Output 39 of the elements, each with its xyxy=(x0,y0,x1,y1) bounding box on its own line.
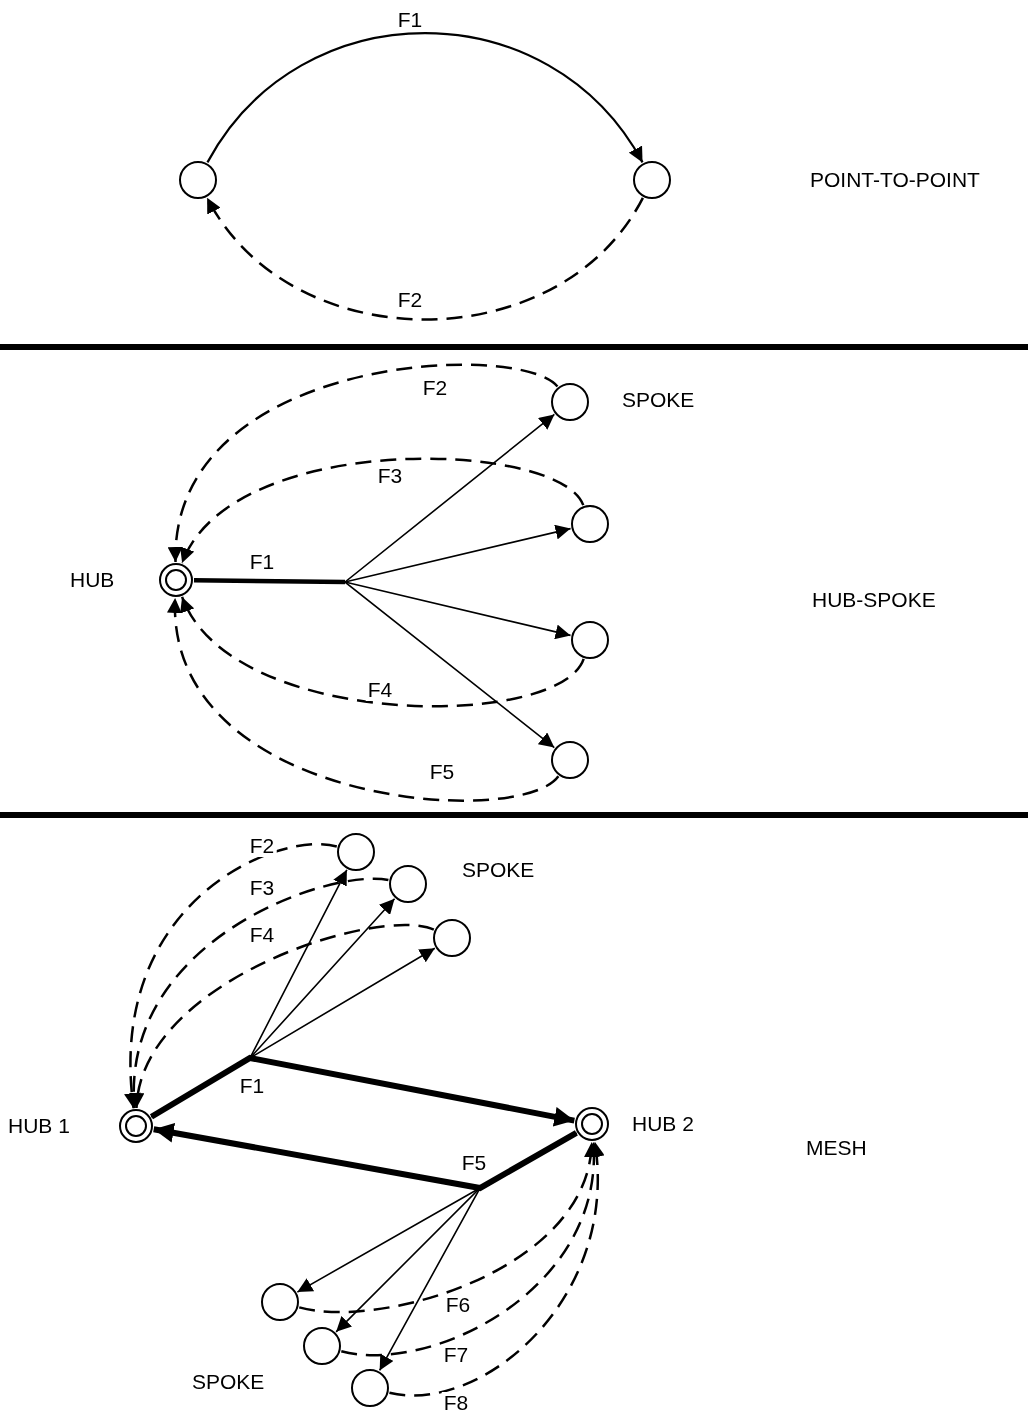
dashed-arrow xyxy=(169,363,559,563)
hub-circle xyxy=(575,1107,609,1141)
dashed-arrow xyxy=(389,1141,604,1397)
hub-circle xyxy=(119,1109,153,1143)
node-caption: HUB 2 xyxy=(632,1112,694,1136)
arrow xyxy=(149,1054,575,1127)
spoke-label: SPOKE xyxy=(192,1370,265,1394)
arrow xyxy=(153,1122,578,1192)
spoke-label: SPOKE xyxy=(462,858,535,882)
node-circle xyxy=(551,383,589,421)
node-circle xyxy=(337,833,375,871)
arrow xyxy=(206,32,644,163)
node-caption: HUB xyxy=(70,568,115,592)
node-circle xyxy=(261,1283,299,1321)
node-circle xyxy=(351,1369,389,1407)
topology-label: POINT-TO-POINT xyxy=(810,168,980,192)
dashed-arrow xyxy=(127,877,389,1109)
node-circle xyxy=(433,919,471,957)
dashed-arrow xyxy=(169,597,560,802)
spoke-label: SPOKE xyxy=(622,388,695,412)
arrow xyxy=(378,1132,578,1372)
dashed-arrow xyxy=(206,197,644,321)
node-circle xyxy=(303,1327,341,1365)
dashed-arrow xyxy=(181,457,585,564)
topology-label: MESH xyxy=(806,1136,867,1160)
dashed-arrow xyxy=(131,924,435,1109)
connector-trunk xyxy=(193,577,346,585)
dashed-arrow xyxy=(341,1141,601,1357)
node-circle xyxy=(551,741,589,779)
hub-circle xyxy=(159,563,193,597)
node-circle xyxy=(179,161,217,199)
node-circle xyxy=(633,161,671,199)
dashed-arrow xyxy=(125,843,337,1109)
node-caption: HUB 1 xyxy=(8,1114,70,1138)
topology-label: HUB-SPOKE xyxy=(812,588,936,612)
dashed-arrow xyxy=(181,596,585,708)
node-circle xyxy=(571,621,609,659)
node-circle xyxy=(571,505,609,543)
node-circle xyxy=(389,865,427,903)
